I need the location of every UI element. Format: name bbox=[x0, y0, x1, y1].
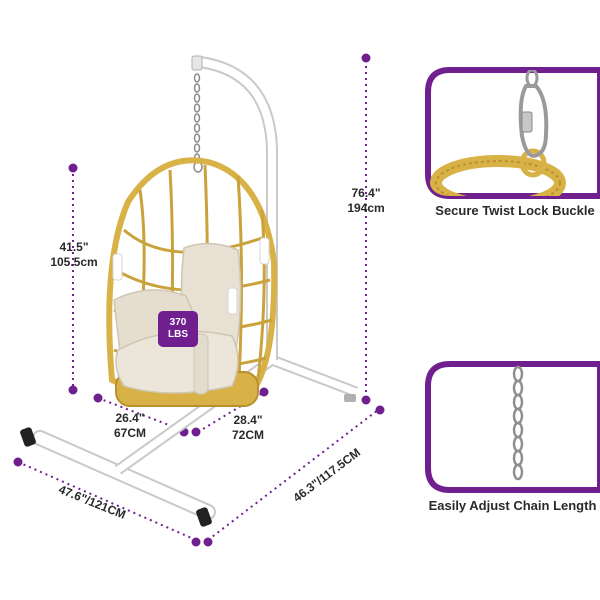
dimension-lines bbox=[17, 60, 379, 541]
capacity-unit: LBS bbox=[168, 329, 188, 340]
chair-depth-in: 28.4" bbox=[233, 413, 263, 427]
chair-depth-label: 28.4" 72CM bbox=[218, 413, 278, 443]
egg-chair bbox=[106, 157, 278, 407]
chair-width-in: 26.4" bbox=[115, 411, 145, 425]
chair-width-label: 26.4" 67CM bbox=[100, 411, 160, 441]
hanging-chain bbox=[193, 73, 203, 173]
capacity-value: 370 bbox=[169, 317, 187, 328]
stand-height-cm: 194cm bbox=[347, 201, 385, 215]
seat-height-in: 41.5" bbox=[59, 240, 89, 254]
stand-height-in: 76.4" bbox=[351, 186, 381, 200]
feature-caption-buckle: Secure Twist Lock Buckle bbox=[435, 203, 595, 218]
chair-depth-cm: 72CM bbox=[231, 428, 264, 442]
feature-panel-buckle bbox=[425, 67, 600, 199]
chair-stand bbox=[20, 55, 358, 527]
feature-panel-chain bbox=[425, 361, 600, 493]
seat-height-cm: 105.5cm bbox=[50, 255, 98, 269]
chair-width-cm: 67CM bbox=[113, 426, 146, 440]
seat-height-label: 41.5" 105.5cm bbox=[44, 240, 104, 270]
feature-caption-chain: Easily Adjust Chain Length bbox=[428, 498, 597, 513]
weight-capacity-badge: 370 LBS bbox=[158, 311, 198, 347]
stand-height-label: 76.4" 194cm bbox=[336, 186, 396, 216]
